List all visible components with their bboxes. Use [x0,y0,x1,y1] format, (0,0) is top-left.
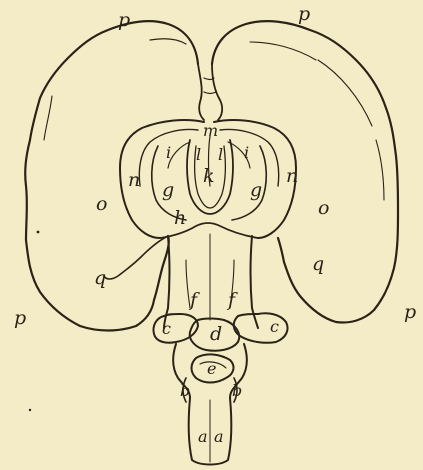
label-b-right: b [232,381,242,400]
label-o-right: o [318,197,329,219]
label-p-top-right: p [298,3,310,25]
label-i-left: i [166,143,171,162]
label-e: e [207,359,216,378]
label-c-right: c [270,317,279,336]
label-b-left: b [180,381,190,400]
label-h: h [174,207,186,229]
stray-mark [37,231,40,234]
label-k: k [203,165,215,187]
label-g-right: g [250,179,262,201]
label-i-right: i [244,143,249,162]
label-l-left: l [196,145,201,164]
label-p-bottom-right: p [404,301,416,323]
label-a-left: a [198,427,208,446]
label-a-right: a [214,427,224,446]
left-hemisphere [25,21,198,330]
label-o-left: o [96,193,107,215]
label-p-bottom-left: p [14,307,26,329]
midline-cleft [198,64,222,120]
label-n-right: n [286,165,298,187]
label-f-left: f [188,289,200,311]
label-p-top-left: p [118,9,130,31]
label-c-left: c [162,319,171,338]
label-q-right: q [312,253,324,275]
label-d: d [210,323,222,345]
label-q-left: q [94,267,106,289]
label-m: m [203,121,218,140]
label-l-right: l [218,145,223,164]
label-n-left: n [128,169,140,191]
stray-mark [29,409,31,411]
label-g-left: g [162,179,174,201]
label-f-right: f [226,289,238,311]
right-hemisphere [212,21,398,322]
